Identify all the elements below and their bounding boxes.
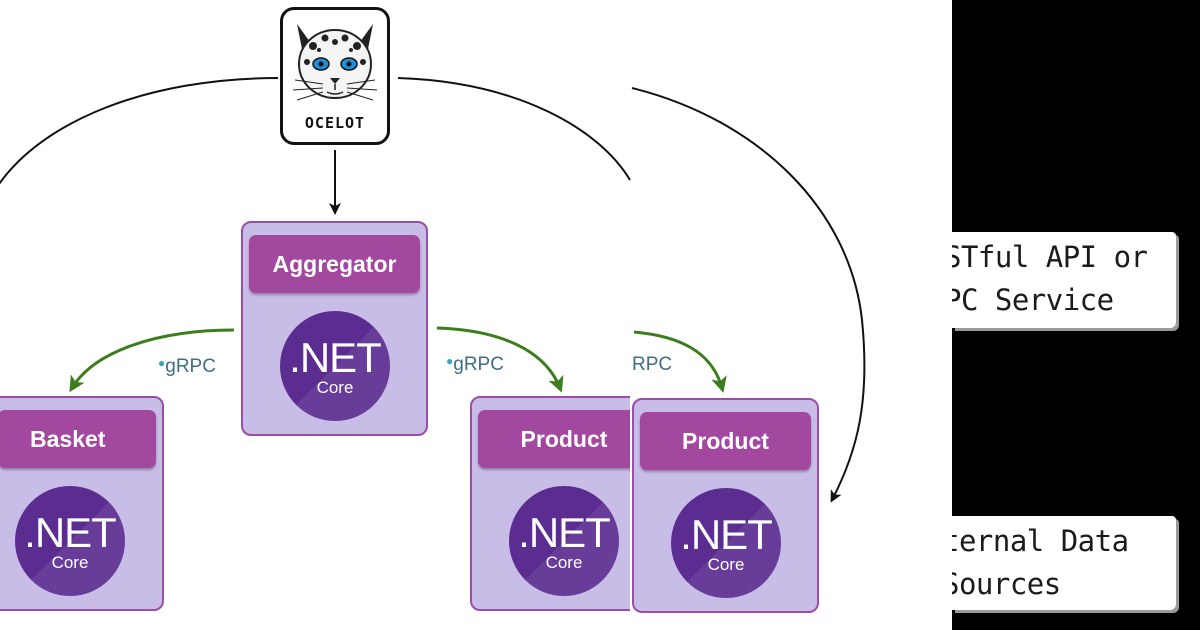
grpc-label-right: RPC [632,354,673,375]
data-note-line-1: ternal Data [952,524,1129,558]
basket-title: Basket [0,410,156,468]
gateway-far-right-arc [631,87,866,503]
grpc-label-middle: ●gRPC [446,354,504,375]
ocelot-cat-icon [292,24,378,101]
grpc-dot-icon: ● [158,356,166,370]
dotnet-core-logo: .NET Core [671,488,781,598]
dotnet-core-logo: .NET Core [280,311,390,421]
aggregator-title: Aggregator [249,235,420,293]
grpc-arrow-product-b [633,330,727,393]
product-a-service: Product .NET Core [470,396,630,611]
dotnet-logo-sub: Core [545,553,583,572]
grpc-label-left: ●gRPC [158,356,216,377]
gateway-left-arc [0,77,279,185]
dotnet-logo-sub: Core [316,378,354,397]
ocelot-gateway-logo: OCELOT [280,7,390,145]
dotnet-logo-main: .NET [24,509,117,556]
dotnet-logo-main: .NET [680,511,773,558]
product-a-clip: Product .NET Core [470,396,630,611]
grpc-arrow-basket [69,328,235,393]
product-b-service: Product .NET Core [632,398,819,613]
dotnet-logo-sub: Core [51,553,89,572]
dotnet-core-logo: .NET Core [15,486,125,596]
basket-service: Basket .NET Core [0,396,164,611]
grpc-dot-icon: ● [446,354,454,368]
ocelot-wordmark: OCELOT [304,114,366,132]
gateway-right-arc [397,77,631,181]
product-a-title: Product [478,410,630,468]
dotnet-logo-main: .NET [518,509,611,556]
grpc-arrow-product-a [436,326,564,393]
data-sources-note: ternal Data Sources [952,516,1176,610]
basket-title-text: Basket [30,425,106,452]
dotnet-logo-main: .NET [289,334,382,381]
product-b-title: Product [640,412,811,470]
api-service-note: STful API or PC Service [952,232,1176,328]
data-note-line-2: Sources [952,567,1061,601]
dotnet-logo-sub: Core [707,555,745,574]
dotnet-core-logo: .NET Core [509,486,619,596]
aggregator-service: Aggregator .NET Core [241,221,428,436]
api-note-line-2: PC Service [952,283,1114,317]
api-note-line-1: STful API or [952,240,1148,274]
